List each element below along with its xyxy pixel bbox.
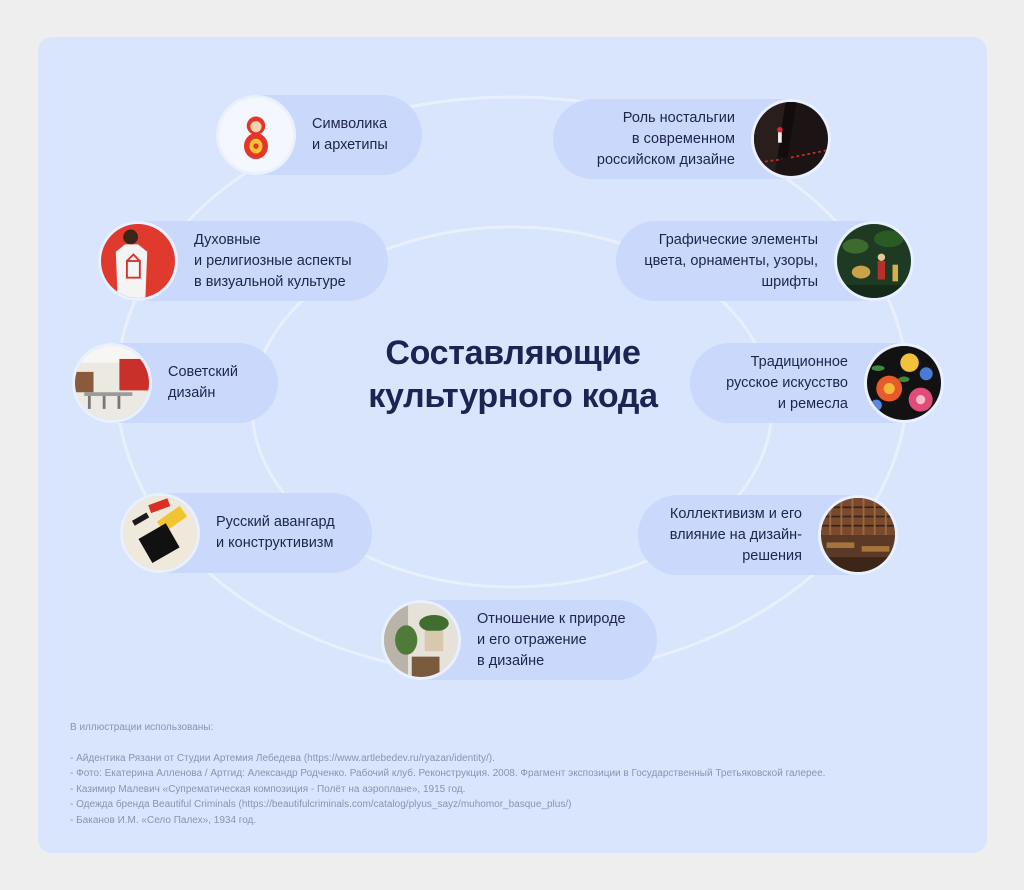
node-label: решения	[742, 547, 802, 564]
node-label: Графические элементы	[658, 231, 818, 248]
credit-item: - Казимир Малевич «Супрематическая компо…	[70, 783, 466, 795]
floral-ornament-icon	[864, 343, 944, 423]
node-label: русское искусство	[726, 374, 848, 391]
title-line: культурного кода	[368, 377, 658, 415]
workers-club-interior-icon	[72, 343, 152, 423]
infographic-card: Составляющие культурного кода Символика …	[38, 37, 987, 853]
library-reading-room-icon	[818, 495, 898, 575]
node-nostalgia: Роль ностальгии в современном российском…	[553, 99, 831, 179]
diagram-title: Составляющие культурного кода	[338, 332, 688, 418]
node-label: и его отражение	[477, 631, 587, 648]
node-symbolism: Символика и архетипы	[216, 95, 422, 175]
node-label: Роль ностальгии	[622, 109, 735, 126]
node-label: Русский авангард	[216, 514, 335, 530]
node-label: Традиционное	[750, 353, 848, 370]
credit-item: - Фото: Екатерина Алленова / Артгид: Але…	[70, 768, 826, 779]
node-label: влияние на дизайн-	[669, 526, 802, 543]
credit-item: - Одежда бренда Beautiful Criminals (htt…	[70, 799, 572, 810]
node-label: Духовные	[194, 231, 261, 248]
embroidered-garment-icon	[751, 99, 831, 179]
node-label: Коллективизм и его	[669, 505, 802, 522]
title-line: Составляющие	[385, 334, 641, 372]
node-label: и религиозные аспекты	[194, 252, 352, 269]
node-collectivism: Коллективизм и его влияние на дизайн- ре…	[638, 495, 898, 575]
node-traditional: Традиционное русское искусство и ремесла	[690, 343, 944, 423]
tshirt-person-icon	[98, 221, 178, 301]
credits-heading: В иллюстрации использованы:	[70, 722, 214, 733]
node-label: российском дизайне	[596, 151, 735, 168]
node-label: Советский	[168, 364, 238, 380]
node-spiritual: Духовные и религиозные аспекты в визуаль…	[98, 221, 388, 301]
node-avantgarde: Русский авангард и конструктивизм	[120, 493, 372, 573]
houseplants-icon	[381, 600, 461, 680]
node-label: и архетипы	[312, 137, 388, 153]
node-nature: Отношение к природе и его отражение в ди…	[381, 600, 657, 680]
node-label: дизайн	[168, 385, 216, 401]
credit-item: - Баканов И.М. «Село Палех», 1934 год.	[70, 814, 257, 826]
node-label: цвета, орнаменты, узоры,	[644, 252, 818, 269]
node-graphic: Графические элементы цвета, орнаменты, у…	[616, 221, 914, 301]
node-label: шрифты	[761, 273, 818, 290]
node-label: Символика	[312, 116, 388, 132]
node-label: в современном	[631, 130, 735, 147]
suprematist-composition-icon	[120, 493, 200, 573]
credit-item: - Айдентика Рязани от Студии Артемия Леб…	[70, 752, 495, 764]
node-label: в дизайне	[477, 652, 545, 669]
image-credits: В иллюстрации использованы: - Айдентика …	[70, 720, 950, 828]
palekh-painting-icon	[834, 221, 914, 301]
node-label: и конструктивизм	[216, 535, 334, 551]
node-label: и ремесла	[777, 395, 848, 412]
node-label: в визуальной культуре	[194, 273, 346, 290]
matryoshka-doll-icon	[216, 95, 296, 175]
node-soviet: Советский дизайн	[72, 343, 278, 423]
node-label: Отношение к природе	[477, 610, 626, 627]
